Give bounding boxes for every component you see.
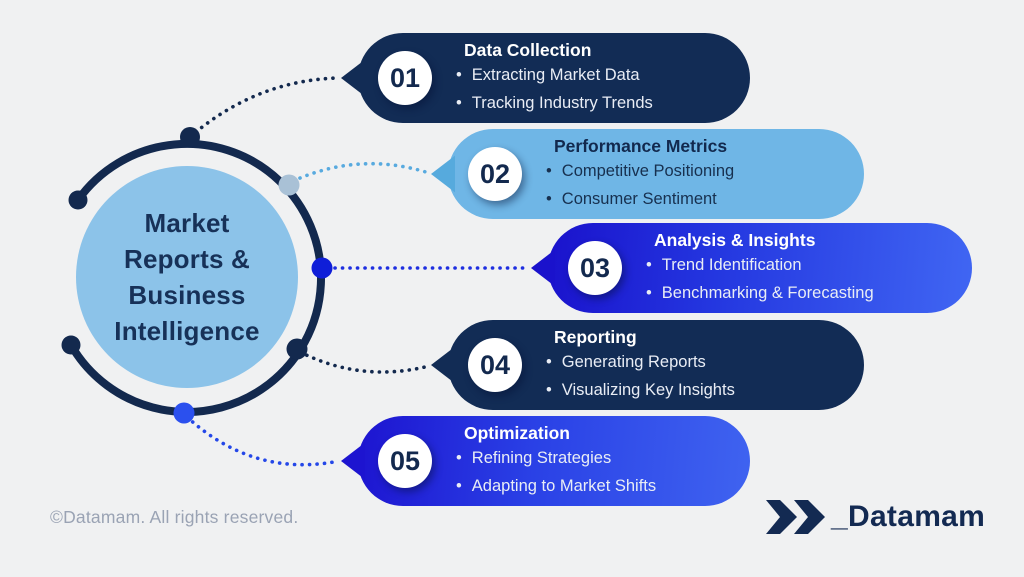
step-title: Data Collection xyxy=(464,39,592,60)
step-title: Optimization xyxy=(464,422,570,443)
step-bullet-text: Refining Strategies xyxy=(471,449,612,468)
step-pill-04: 04 Reporting • Generating Reports • Visu… xyxy=(448,320,864,410)
central-topic-circle: Market Reports & Business Intelligence xyxy=(76,166,298,388)
step-pill-01: 01 Data Collection • Extracting Market D… xyxy=(358,33,750,123)
central-topic-line: Reports & xyxy=(123,244,251,274)
step-bullet: • Extracting Market Data xyxy=(456,63,750,89)
step-bullet: • Refining Strategies xyxy=(456,446,750,472)
central-topic-line: Market xyxy=(144,208,230,238)
step-bullet-text: Competitive Positioning xyxy=(561,162,735,181)
step-bullet: • Adapting to Market Shifts xyxy=(456,474,750,500)
node-dot-bottom-blue xyxy=(173,402,195,424)
step-number-badge: 05 xyxy=(378,434,432,488)
connector-5-dotted-line xyxy=(185,415,341,467)
node-dot-lower-right xyxy=(286,338,308,360)
step-bullet: • Benchmarking & Forecasting xyxy=(646,281,972,307)
step-text-block: Data Collection • Extracting Market Data… xyxy=(358,40,750,117)
brand-wordmark: _Datamam xyxy=(831,500,986,533)
step-title: Analysis & Insights xyxy=(654,229,816,250)
bullet-dot-icon: • xyxy=(646,283,652,302)
step-pill-03: 03 Analysis & Insights • Trend Identific… xyxy=(548,223,972,313)
step-text-block: Analysis & Insights • Trend Identificati… xyxy=(548,230,972,307)
central-topic-line: Business xyxy=(128,280,246,310)
step-text-block: Optimization • Refining Strategies • Ada… xyxy=(358,423,750,500)
step-bullet: • Trend Identification xyxy=(646,253,972,279)
step-text-block: Reporting • Generating Reports • Visuali… xyxy=(448,327,864,404)
connector-2-dotted-line xyxy=(291,161,431,183)
step-pill-02: 02 Performance Metrics • Competitive Pos… xyxy=(448,129,864,219)
step-bullet-text: Extracting Market Data xyxy=(471,66,640,85)
bullet-dot-icon: • xyxy=(646,256,652,275)
node-dot-lower-left xyxy=(61,335,81,355)
step-number-badge: 03 xyxy=(568,241,622,295)
bullet-dot-icon: • xyxy=(546,353,552,372)
node-dot-upper-left xyxy=(68,190,88,210)
step-bullet: • Consumer Sentiment xyxy=(546,187,864,213)
step-bullet-text: Benchmarking & Forecasting xyxy=(661,283,874,302)
step-pill-05: 05 Optimization • Refining Strategies • … xyxy=(358,416,750,506)
bullet-dot-icon: • xyxy=(546,380,552,399)
bullet-dot-icon: • xyxy=(456,93,462,112)
step-text-block: Performance Metrics • Competitive Positi… xyxy=(448,136,864,213)
connector-4-dotted-line xyxy=(298,350,431,374)
step-bullet: • Competitive Positioning xyxy=(546,159,864,185)
step-bullet-text: Adapting to Market Shifts xyxy=(471,476,657,495)
node-dot-gray xyxy=(278,174,300,196)
bullet-dot-icon: • xyxy=(456,476,462,495)
step-bullet-text: Generating Reports xyxy=(561,353,706,372)
step-number-badge: 01 xyxy=(378,51,432,105)
step-bullet: • Visualizing Key Insights xyxy=(546,378,864,404)
step-title: Performance Metrics xyxy=(554,135,728,156)
step-bullet-text: Trend Identification xyxy=(661,256,802,275)
connector-1-dotted-line xyxy=(188,76,341,139)
step-bullet: • Generating Reports xyxy=(546,350,864,376)
double-chevron-icon xyxy=(766,500,825,534)
bullet-dot-icon: • xyxy=(546,189,552,208)
bullet-dot-icon: • xyxy=(546,162,552,181)
step-title: Reporting xyxy=(554,326,637,347)
bullet-dot-icon: • xyxy=(456,449,462,468)
step-bullet-text: Visualizing Key Insights xyxy=(561,380,735,399)
bullet-dot-icon: • xyxy=(456,66,462,85)
node-dot-right-blue xyxy=(311,257,333,279)
copyright-text: ©Datamam. All rights reserved. xyxy=(50,507,299,527)
datamam-logo: _Datamam xyxy=(766,499,985,535)
node-dot-top xyxy=(180,127,200,147)
central-topic-line: Intelligence xyxy=(114,316,260,346)
step-bullet: • Tracking Industry Trends xyxy=(456,91,750,117)
step-number-badge: 02 xyxy=(468,147,522,201)
step-number-badge: 04 xyxy=(468,338,522,392)
step-bullet-text: Tracking Industry Trends xyxy=(471,93,653,112)
step-bullet-text: Consumer Sentiment xyxy=(561,189,717,208)
